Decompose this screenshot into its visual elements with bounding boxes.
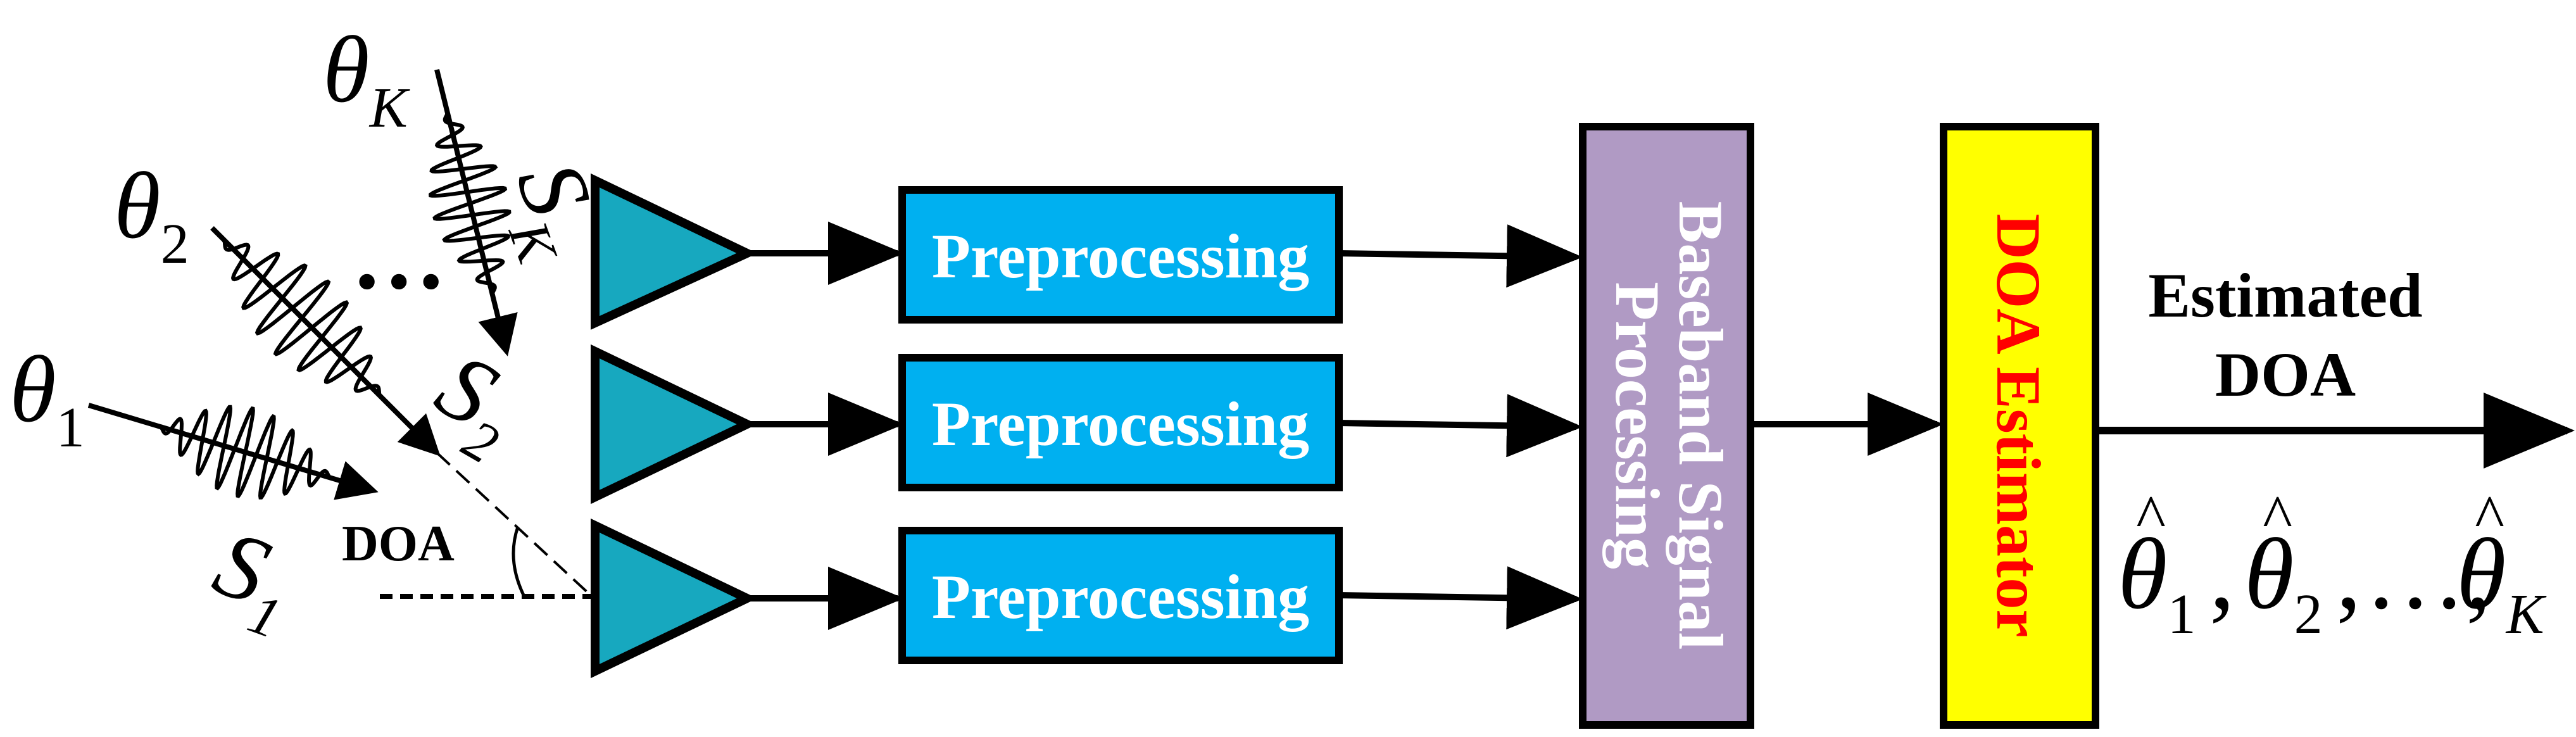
output-label-line1: Estimated: [2148, 260, 2422, 331]
theta-hat-k: θK: [2456, 517, 2547, 646]
doa-estimator-label: DOA Estimator: [1983, 213, 2054, 637]
theta-hat-1: θ1: [2118, 517, 2196, 646]
doa-estimator-box: [1940, 123, 2099, 729]
s-1-symbol: S1: [196, 510, 309, 650]
baseband-block: Baseband Signal Processing: [1579, 123, 1754, 729]
hat-2-caret: ^: [2261, 482, 2292, 552]
hat-k-caret: ^: [2473, 482, 2504, 552]
estimates-separator-1: ,: [2209, 517, 2235, 630]
signal-1-wave: [87, 403, 379, 500]
theta-1-symbol: θ1: [9, 337, 85, 459]
hat-1-caret: ^: [2135, 482, 2165, 552]
pre-to-baseband-arrows: [1338, 224, 1583, 630]
theta-k-symbol: θK: [323, 17, 410, 139]
baseband-box: [1579, 123, 1754, 729]
signal-ellipsis: …: [351, 204, 446, 309]
baseband-label-line2: Processing: [1602, 282, 1673, 569]
theta-hat-2: θ2: [2244, 517, 2323, 646]
s-2-symbol: S2: [412, 332, 538, 476]
amplifier-1: [591, 173, 758, 330]
preprocessing-label-1: Preprocessing: [932, 221, 1309, 291]
preprocessing-label-3: Preprocessing: [932, 562, 1309, 632]
preprocessing-box-1: [898, 186, 1343, 324]
signal-2-wave: [210, 226, 441, 457]
incoming-signals: θ1 θ2 θK S1 S2 SK … DOA: [9, 17, 612, 650]
doa-angle-arc: [512, 526, 526, 598]
preprocessing-label-2: Preprocessing: [932, 389, 1309, 459]
doa-estimator-block: DOA Estimator: [1940, 123, 2099, 729]
amplifier-2: [591, 344, 758, 505]
estimates-ellipsis: …,: [2365, 517, 2491, 630]
doa-angle-label: DOA: [342, 516, 455, 572]
theta-2-symbol: θ2: [114, 153, 189, 275]
output-label-line2: DOA: [2215, 339, 2356, 410]
estimates-separator-2: ,: [2336, 517, 2361, 630]
baseband-label-line1: Baseband Signal: [1666, 201, 1736, 650]
preprocessing-blocks: Preprocessing Preprocessing Preprocessin…: [898, 186, 1343, 664]
preprocessing-box-3: [898, 527, 1343, 664]
output-estimates: θ1 ^ , θ2 ^ , …, θK ^: [2118, 482, 2547, 646]
amp-to-pre-arrows: [747, 222, 904, 630]
preprocessing-box-2: [898, 354, 1343, 491]
doa-incidence-line: [436, 451, 593, 598]
amplifier-3: [591, 518, 758, 679]
signal-k-wave: [428, 69, 518, 356]
amplifiers: [591, 173, 758, 679]
